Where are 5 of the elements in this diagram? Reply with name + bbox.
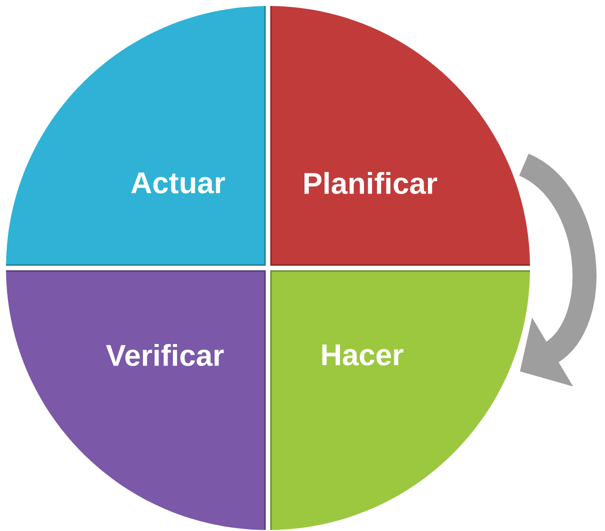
quadrant-sector: Hacer — [270, 270, 530, 530]
curved-arrow — [518, 154, 596, 386]
quadrant-sector: Verificar — [6, 270, 266, 530]
quadrant-sector: Actuar — [6, 6, 266, 266]
quadrant-sector: Planificar — [270, 6, 530, 266]
